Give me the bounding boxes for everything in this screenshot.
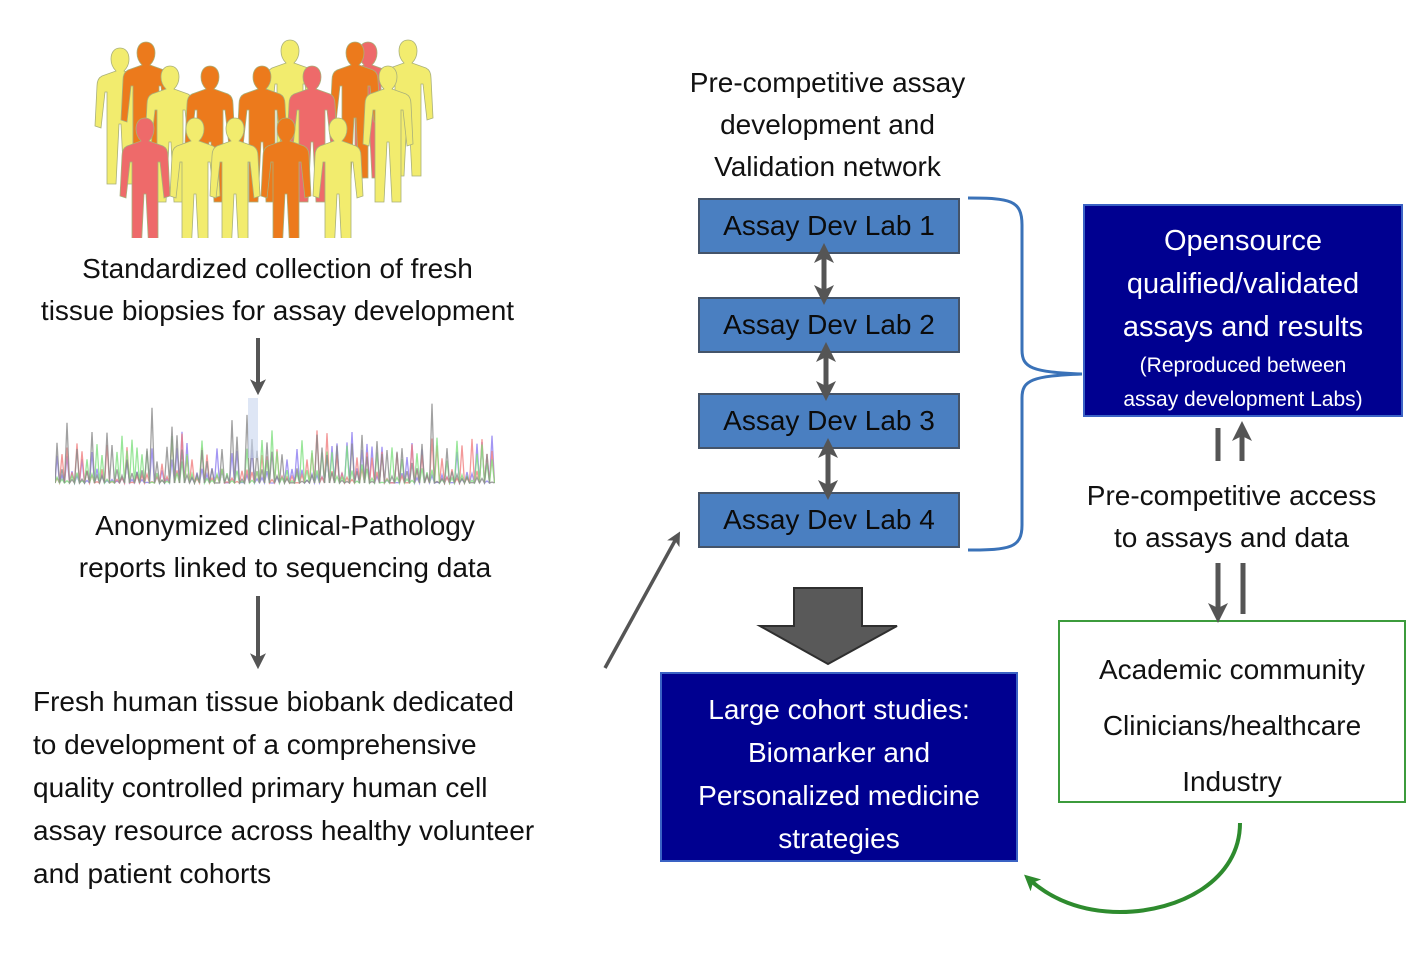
highlight-marker [248, 398, 258, 458]
text-line: development and [720, 109, 935, 140]
trace-line [54, 430, 496, 486]
access-label: Pre-competitive access to assays and dat… [1040, 475, 1417, 559]
big-down-arrow-icon [756, 587, 898, 666]
text-line: and patient cohorts [33, 858, 272, 889]
population-illustration [90, 38, 435, 255]
opensource-box: Opensource qualified/validated assays an… [1083, 204, 1403, 417]
lab-label: Assay Dev Lab 2 [723, 309, 935, 340]
text-line: Biomarker and [747, 737, 931, 768]
step-standardized-collection: Standardized collection of fresh tissue … [0, 248, 555, 332]
text-line: Opensource [1164, 225, 1322, 257]
lab-box-3: Assay Dev Lab 3 [698, 393, 960, 449]
network-title: Pre-competitive assay development and Va… [640, 62, 1015, 188]
stakeholders-box: Academic community Clinicians/healthcare… [1058, 620, 1406, 803]
lab-label: Assay Dev Lab 4 [723, 504, 935, 535]
text-line: tissue biopsies for assay development [40, 295, 515, 326]
person-figure-icon [362, 65, 414, 203]
text-line: quality controlled primary human cell [33, 772, 488, 803]
trace-line [54, 403, 495, 486]
text-line: Pre-competitive assay [689, 67, 966, 98]
text-line: Personalized medicine [698, 780, 980, 811]
person-figure-icon [286, 65, 338, 203]
step-biobank: Fresh human tissue biobank dedicated to … [33, 680, 534, 895]
person-figure-icon [312, 117, 364, 255]
lab-label: Assay Dev Lab 3 [723, 405, 935, 436]
text-line: (Reproduced between [1139, 354, 1347, 377]
text-line: Pre-competitive access [1086, 480, 1377, 511]
text-line: qualified/validated [1126, 268, 1360, 300]
lab-box-1: Assay Dev Lab 1 [698, 198, 960, 254]
step-anonymized-reports: Anonymized clinical-Pathology reports li… [15, 505, 555, 589]
text-line: Validation network [714, 151, 941, 182]
text-line: Standardized collection of fresh [82, 253, 473, 284]
lab-box-4: Assay Dev Lab 4 [698, 492, 960, 548]
lab-label: Assay Dev Lab 1 [723, 210, 935, 241]
sequencing-chromatogram [54, 393, 496, 488]
person-figure-icon [260, 117, 312, 255]
human-figures-icon [94, 39, 434, 255]
text-line: Large cohort studies: [708, 694, 970, 725]
text-line: reports linked to sequencing data [78, 552, 492, 583]
cohort-studies-box: Large cohort studies: Biomarker and Pers… [660, 672, 1018, 862]
person-figure-icon [119, 117, 171, 255]
lab-box-2: Assay Dev Lab 2 [698, 297, 960, 353]
stakeholder-industry: Industry [1182, 766, 1282, 797]
text-line: strategies [778, 823, 900, 854]
text-line: assays and results [1122, 311, 1364, 343]
person-figure-icon [169, 117, 221, 255]
text-line: to development of a comprehensive [33, 729, 477, 760]
dna-sequencing-chromatogram-icon [54, 398, 496, 486]
text-line: to assays and data [1113, 522, 1350, 553]
stakeholder-academic: Academic community [1098, 654, 1366, 685]
text-line: Fresh human tissue biobank dedicated [33, 686, 514, 717]
text-line: Anonymized clinical-Pathology [95, 510, 475, 541]
person-figure-icon [209, 117, 261, 255]
stakeholder-clinicians: Clinicians/healthcare [1102, 710, 1362, 741]
text-line: assay development Labs) [1123, 388, 1363, 411]
feedback-curved-arrow-icon [1024, 822, 1242, 915]
text-line: assay resource across healthy volunteer [33, 815, 535, 846]
arrow-diagonal-icon [603, 531, 681, 669]
